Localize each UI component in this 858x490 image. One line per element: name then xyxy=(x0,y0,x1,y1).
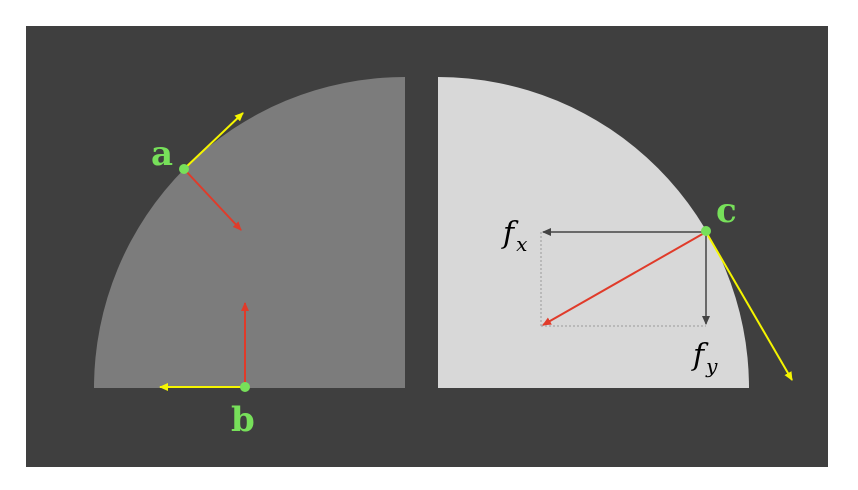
label-c: c xyxy=(716,191,737,231)
point-a xyxy=(179,164,189,174)
label-fx-sub: x xyxy=(516,232,527,256)
point-c xyxy=(701,226,711,236)
point-b xyxy=(240,382,250,392)
left-quarter-disc xyxy=(94,77,405,388)
normal-arrow-c xyxy=(542,231,707,326)
tangent-arrow-c xyxy=(705,231,793,381)
label-a: a xyxy=(151,134,173,174)
tangent-arrow-a xyxy=(183,112,244,170)
normal-arrow-a xyxy=(183,168,242,231)
label-fy-sub: y xyxy=(705,354,718,378)
label-b: b xyxy=(231,400,255,440)
